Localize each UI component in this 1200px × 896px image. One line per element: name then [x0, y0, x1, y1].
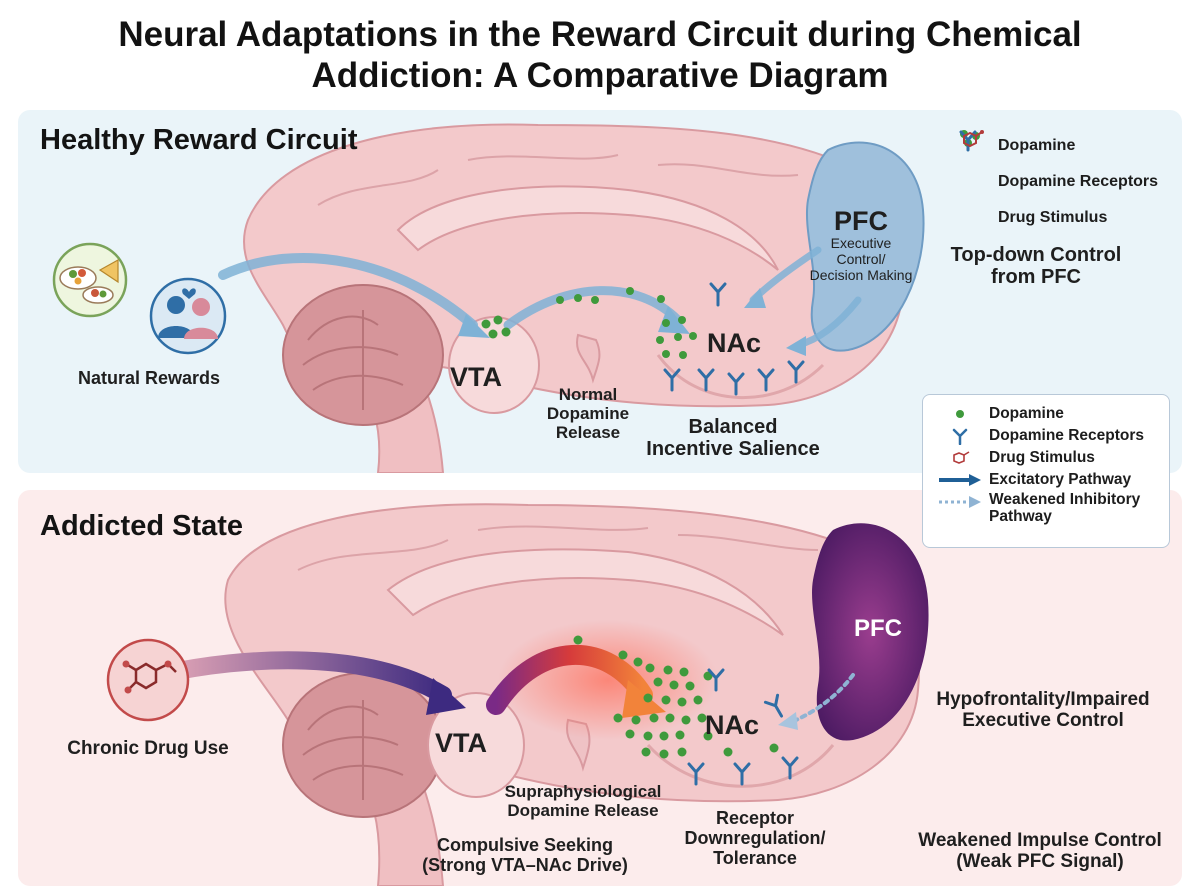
healthy-nac-arc [656, 354, 825, 400]
legend-top-receptors: Dopamine Receptors [956, 130, 1176, 200]
topdown-line-1: Top-down Control [950, 244, 1122, 266]
receptor-line-3: Tolerance [713, 848, 797, 869]
weakened-impulse-label: Weakened Impulse Control (Weak PFC Signa… [910, 830, 1170, 873]
addicted-vta-region [427, 692, 525, 798]
legend-weakened-text: Weakened Inhibitory Pathway [989, 491, 1140, 525]
healthy-pfc-title: PFC [834, 206, 888, 236]
compulsive-seeking-label: Compulsive Seeking (Strong VTA–NAc Drive… [400, 835, 650, 875]
hypo-line-2: Executive Control [962, 710, 1124, 732]
weak-pfc-arrow [794, 673, 855, 722]
addicted-nac-arc [646, 743, 835, 788]
legend-top-drug: Drug Stimulus [956, 130, 1176, 236]
normal-release-line-2: Dopamine [546, 404, 630, 424]
addicted-corpus-callosum [386, 548, 784, 636]
addicted-dopamine-dots [573, 635, 779, 759]
legend-top-dopamine-text: Dopamine [998, 137, 1076, 154]
healthy-nac-label: NAc [706, 328, 761, 358]
compulsive-line-1: Compulsive Seeking [436, 835, 614, 855]
food-icon [52, 242, 128, 318]
legend-weakened-line-2: Pathway [989, 508, 1052, 526]
normal-release-line-1: Normal [558, 385, 618, 404]
healthy-receptors [663, 282, 805, 396]
legend-weakened: Weakened Inhibitory Pathway [931, 491, 1161, 525]
drug-small-icon [931, 449, 989, 467]
compulsive-line-2: (Strong VTA–NAc Drive) [422, 855, 628, 876]
supra-line-2: Dopamine Release [507, 801, 659, 821]
healthy-vta-to-nac-arrow [503, 286, 683, 330]
healthy-reward-to-vta-arrow [218, 253, 478, 330]
legend-top: Dopamine Dopamine Receptors Drug Stimulu… [956, 128, 1176, 236]
weakened-line-2: (Weak PFC Signal) [956, 851, 1124, 873]
natural-rewards-label: Natural Rewards [77, 368, 221, 388]
balanced-line-1: Balanced [688, 416, 778, 438]
legend-drug-text: Drug Stimulus [989, 449, 1095, 467]
dopamine-dot-icon [931, 408, 989, 420]
drug-to-vta-arrow [149, 651, 452, 704]
healthy-pfc-label: PFC Executive Control/ Decision Making [806, 206, 916, 283]
diagram-title: Neural Adaptations in the Reward Circuit… [0, 14, 1200, 96]
legend-receptors-text: Dopamine Receptors [989, 427, 1145, 445]
healthy-heading: Healthy Reward Circuit [40, 124, 358, 156]
balanced-salience-label: Balanced Incentive Salience [628, 416, 838, 461]
addicted-brain-illustration [106, 503, 929, 886]
strong-vta-to-nac-arrow [486, 644, 653, 715]
normal-release-label: Normal Dopamine Release [538, 385, 638, 442]
legend-receptors: Dopamine Receptors [931, 425, 1161, 447]
hypofrontality-label: Hypofrontality/Impaired Executive Contro… [918, 689, 1168, 732]
healthy-corpus-callosum [396, 185, 779, 271]
healthy-pfc-region [806, 141, 925, 352]
legend-dopamine-text: Dopamine [989, 405, 1064, 423]
addicted-panel: Addicted State Chronic Drug Use VTA NAc … [18, 490, 1182, 886]
weakened-line-1: Weakened Impulse Control [918, 830, 1162, 851]
legend-top-receptors-text: Dopamine Receptors [998, 173, 1159, 190]
legend-dopamine: Dopamine [931, 403, 1161, 425]
addicted-heading: Addicted State [40, 510, 244, 542]
legend-top-drug-text: Drug Stimulus [998, 209, 1108, 226]
legend-top-dopamine: Dopamine [956, 128, 1176, 164]
pfc-sub-line-1: Executive Control/ [830, 235, 892, 267]
addicted-receptors [687, 668, 799, 786]
legend-excitatory-text: Excitatory Pathway [989, 471, 1132, 489]
healthy-brain-illustration [52, 123, 925, 473]
receptor-downregulation-label: Receptor Downregulation/ Tolerance [670, 808, 840, 868]
addicted-nac-label: NAc [704, 710, 759, 740]
weakened-arrow-icon [931, 491, 989, 509]
receptor-line-1: Receptor [715, 808, 795, 828]
healthy-vta-label: VTA [450, 362, 502, 392]
healthy-panel: Healthy Reward Circuit Natural Rewards V… [18, 110, 1182, 473]
hypo-line-1: Hypofrontality/Impaired [936, 689, 1150, 710]
chronic-drug-icon [106, 638, 190, 722]
healthy-dopamine-dots [481, 287, 697, 359]
title-line-2: Addiction: A Comparative Diagram [311, 56, 889, 95]
excitatory-arrow-icon [931, 473, 989, 487]
people-icon [149, 277, 227, 355]
chronic-drug-label: Chronic Drug Use [67, 738, 229, 759]
addicted-vta-label: VTA [435, 728, 487, 758]
healthy-vta-region [448, 316, 540, 414]
title-line-1: Neural Adaptations in the Reward Circuit… [118, 15, 1082, 54]
supraphysiological-label: Supraphysiological Dopamine Release [488, 782, 678, 820]
legend-box: Dopamine Dopamine Receptors Drug Stimulu… [922, 394, 1170, 548]
legend-excitatory: Excitatory Pathway [931, 469, 1161, 491]
normal-release-line-3: Release [555, 423, 621, 443]
receptor-small-icon [931, 427, 989, 445]
addicted-pfc-label: PFC [854, 615, 902, 642]
balanced-line-2: Incentive Salience [646, 438, 820, 461]
supra-line-1: Supraphysiological [504, 782, 662, 801]
topdown-control-label: Top-down Control from PFC [938, 244, 1134, 289]
legend-drug: Drug Stimulus [931, 447, 1161, 469]
receptor-line-2: Downregulation/ [684, 828, 826, 849]
addicted-pfc-region [812, 523, 929, 741]
legend-weakened-line-1: Weakened Inhibitory [989, 491, 1141, 508]
pfc-sub-line-2: Decision Making [809, 266, 913, 283]
topdown-line-2: from PFC [991, 266, 1081, 289]
